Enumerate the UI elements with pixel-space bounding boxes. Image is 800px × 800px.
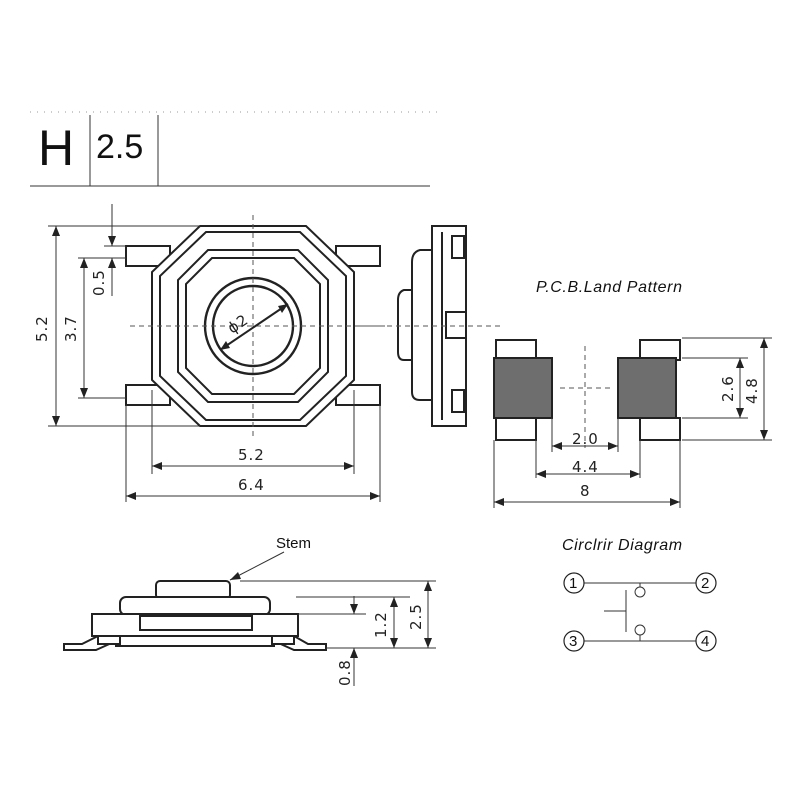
- height-value: 2.5: [96, 128, 143, 166]
- arrow: [344, 462, 354, 470]
- dim-land-total-height: 4.8: [743, 377, 761, 404]
- dim-pad-inner-span: 4.4: [572, 458, 599, 476]
- pad-right-main: [617, 357, 677, 419]
- dim-inner-height: 3.7: [62, 315, 80, 342]
- height-label: H: [38, 120, 74, 176]
- lead-left-foot: [97, 635, 121, 645]
- arrow: [52, 226, 60, 236]
- arrow: [736, 408, 744, 418]
- arrow: [350, 604, 358, 614]
- arrow: [80, 388, 88, 398]
- pin-2-circle: [695, 572, 717, 594]
- top-view: ϕ2 5.2 3.7 0.5 5.2 6.4: [33, 204, 385, 502]
- arrow: [108, 236, 116, 246]
- dim-total-width: 6.4: [238, 476, 265, 494]
- side-elevation-view: Stem 0.8 1.2: [63, 535, 436, 686]
- arrow: [52, 416, 60, 426]
- pcb-land-pattern: P.C.B.Land Pattern 2.0 4.4 8: [493, 279, 772, 508]
- arrow: [760, 338, 768, 348]
- pin-1-label: 1: [569, 575, 577, 592]
- lead-left: [63, 635, 117, 651]
- circuit-title: Circlrir Diagram: [562, 537, 683, 554]
- pad-left-bottom: [495, 417, 537, 441]
- circuit-diagram: Circlrir Diagram 1 2 3 4: [562, 537, 717, 652]
- dim-total-height: 5.2: [33, 315, 51, 342]
- pin-3-label: 3: [569, 633, 577, 650]
- arrow: [370, 492, 380, 500]
- arrow: [424, 581, 432, 591]
- pin-4-circle: [695, 630, 717, 652]
- stem-label: Stem: [276, 535, 311, 552]
- pad-left-main: [493, 357, 553, 419]
- arrow: [670, 498, 680, 506]
- arrow: [424, 638, 432, 648]
- lead-right: [273, 635, 327, 651]
- dim-lead-offset: 0.5: [90, 269, 108, 296]
- actuator-frame-inner: [185, 257, 321, 395]
- dim-body-width: 5.2: [238, 446, 265, 464]
- lead-right-foot: [271, 635, 295, 645]
- dim-stem-height: 1.2: [372, 611, 390, 638]
- arrow: [390, 597, 398, 607]
- side-button: [397, 289, 412, 361]
- switch-body-inner-edge: [159, 231, 347, 421]
- pin-4-label: 4: [701, 633, 709, 650]
- arrow: [80, 258, 88, 268]
- side-actuator-housing: [411, 249, 432, 401]
- base-plate: [115, 635, 275, 647]
- arrow: [126, 492, 136, 500]
- arrow: [736, 358, 744, 368]
- contact-top: [634, 586, 646, 598]
- dim-side-total-height: 2.5: [407, 603, 425, 630]
- actuator-frame-outer: [177, 249, 329, 403]
- dim-pad-gap: 2.0: [572, 430, 599, 448]
- contact-bottom: [634, 624, 646, 636]
- arrow: [494, 498, 504, 506]
- side-lead-bottom: [451, 389, 465, 413]
- arrow: [350, 648, 358, 658]
- land-pattern-title: P.C.B.Land Pattern: [536, 279, 683, 296]
- arrow: [760, 430, 768, 440]
- pad-right-bottom: [639, 417, 681, 441]
- actuator-cap: [119, 596, 271, 616]
- dia-arrow-a: [278, 304, 288, 313]
- height-table: H 2.5: [30, 111, 440, 187]
- arrow: [108, 258, 116, 268]
- arrow: [608, 442, 618, 450]
- arrow: [390, 638, 398, 648]
- arrow: [536, 470, 546, 478]
- side-tab: [445, 311, 467, 339]
- side-lead-top: [451, 235, 465, 259]
- pin-3-circle: [563, 630, 585, 652]
- dim-pad-height: 2.6: [719, 375, 737, 402]
- dim-base-thickness: 0.8: [336, 659, 354, 686]
- arrow: [552, 442, 562, 450]
- pin-1-circle: [563, 572, 585, 594]
- arrow: [630, 470, 640, 478]
- pin-2-label: 2: [701, 575, 709, 592]
- button-diameter-line: [219, 303, 289, 351]
- dim-land-total-width: 8: [580, 482, 591, 500]
- stem-leader-arrow: [230, 572, 241, 580]
- housing-inner-step: [139, 615, 253, 631]
- arrow: [152, 462, 162, 470]
- dia-arrow-b: [220, 341, 230, 350]
- side-view-right: [360, 225, 500, 427]
